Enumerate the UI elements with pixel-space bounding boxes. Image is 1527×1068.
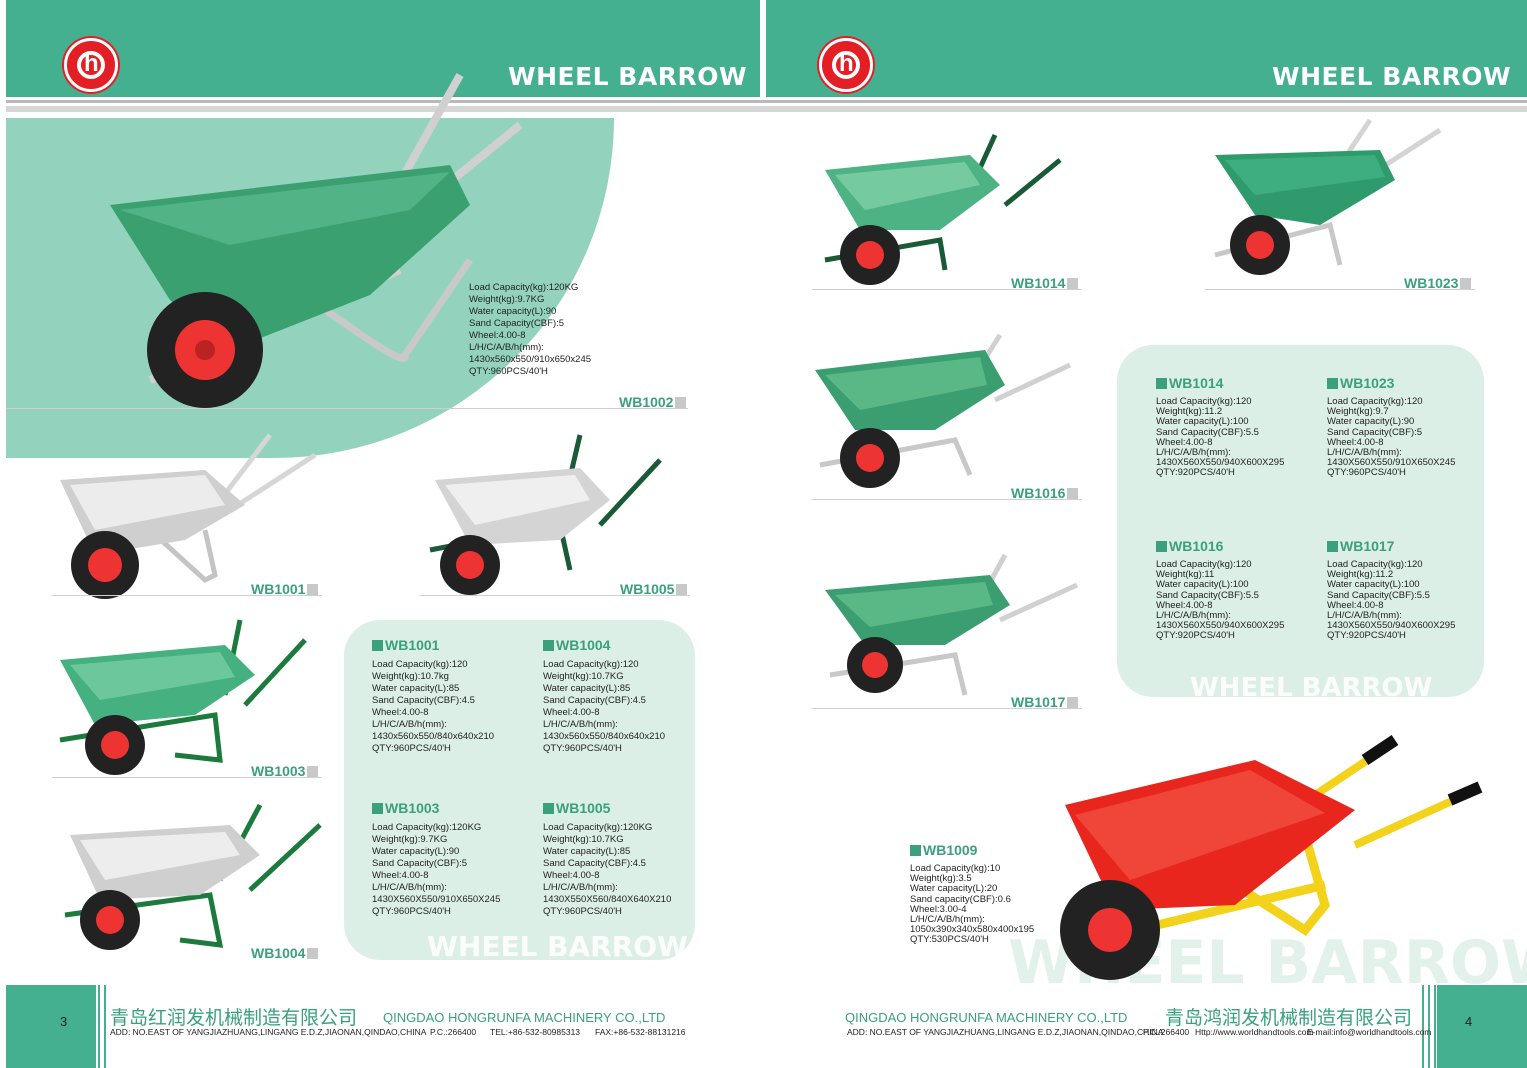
spec-text: Load Capacity(kg):120 Weight(kg):9.7 Wat… xyxy=(1327,396,1456,479)
panel-watermark: WHEEL BARROW xyxy=(1190,673,1433,697)
divider xyxy=(812,708,1082,709)
product-image-wb1002 xyxy=(110,73,523,408)
product-image-wb1014 xyxy=(824,133,1062,285)
product-image-wb1023 xyxy=(1214,118,1442,275)
spec-block-wb1016: WB1016 Load Capacity(kg):120 Weight(kg):… xyxy=(1156,538,1284,642)
website-link[interactable]: Http://www.worldhandtools.com xyxy=(1195,1027,1314,1037)
postcode: P.C.:266400 xyxy=(1143,1027,1190,1037)
spec-code: WB1004 xyxy=(543,637,665,653)
postcode: P.C.:266400 xyxy=(430,1027,477,1037)
product-code-wb1016: WB1016 xyxy=(1011,485,1078,501)
brand-logo-icon: h xyxy=(819,38,873,92)
spec-panel-right xyxy=(1117,345,1484,697)
company-name-en: QINGDAO HONGRUNFA MACHINERY CO.,LTD xyxy=(845,1010,1128,1025)
spec-text: Load Capacity(kg):120KG Weight(kg):9.7KG… xyxy=(372,822,501,917)
product-image-wb1005 xyxy=(429,434,662,595)
product-code-wb1017: WB1017 xyxy=(1011,694,1078,710)
spec-code: WB1009 xyxy=(910,842,1034,858)
spec-code: WB1017 xyxy=(1327,538,1455,554)
spec-code: WB1016 xyxy=(1156,538,1284,554)
header-stripe xyxy=(6,100,1527,103)
spec-block-wb1004: WB1004 Load Capacity(kg):120 Weight(kg):… xyxy=(543,637,665,755)
company-address: ADD: NO.EAST OF YANGJIAZHUANG,LINGANG E.… xyxy=(847,1027,1164,1037)
company-name-cn: 青岛红润发机械制造有限公司 xyxy=(110,1008,358,1029)
product-code-wb1002: WB1002 xyxy=(619,394,686,410)
spec-block-wb1023: WB1023 Load Capacity(kg):120 Weight(kg):… xyxy=(1327,375,1455,479)
spec-block-wb1003: WB1003 Load Capacity(kg):120KG Weight(kg… xyxy=(372,800,500,918)
spec-block-wb1009: WB1009 Load Capacity(kg):10 Weight(kg):3… xyxy=(910,842,1034,946)
product-image-wb1003 xyxy=(59,619,307,775)
product-code-wb1014: WB1014 xyxy=(1011,275,1078,291)
spec-panel-left xyxy=(344,620,695,960)
spec-text: Load Capacity(kg):120 Weight(kg):11 Wate… xyxy=(1156,559,1285,642)
divider xyxy=(812,289,1082,290)
page-number: 3 xyxy=(60,1014,68,1029)
fax: FAX:+86-532-88131216 xyxy=(595,1027,686,1037)
product-code-wb1005: WB1005 xyxy=(620,581,687,597)
page-title-left: WHEEL BARROW xyxy=(508,62,748,91)
footer-bars xyxy=(88,985,108,1068)
product-code-wb1003: WB1003 xyxy=(251,763,318,779)
divider xyxy=(420,595,690,596)
footer-block-left xyxy=(6,985,96,1068)
divider xyxy=(812,499,1082,500)
spec-code: WB1003 xyxy=(372,800,500,816)
header-stripe-2 xyxy=(6,106,1527,112)
product-code-wb1004: WB1004 xyxy=(251,945,318,961)
product-image-wb1016 xyxy=(815,333,1072,488)
divider xyxy=(1205,289,1475,290)
spec-block-wb1017: WB1017 Load Capacity(kg):120 Weight(kg):… xyxy=(1327,538,1455,642)
footer-block-right xyxy=(1437,985,1527,1068)
product-image-wb1004 xyxy=(64,803,322,950)
product-image-wb1009 xyxy=(1060,735,1483,980)
spec-code: WB1014 xyxy=(1156,375,1284,391)
spec-code: WB1001 xyxy=(372,637,494,653)
product-image-wb1017 xyxy=(825,553,1079,696)
divider xyxy=(6,408,688,409)
spec-text: Load Capacity(kg):120 Weight(kg):10.7KG … xyxy=(543,659,666,754)
product-code-wb1023: WB1023 xyxy=(1404,275,1471,291)
brand-logo-icon: h xyxy=(64,38,118,92)
company-name-en: QINGDAO HONGRUNFA MACHINERY CO.,LTD xyxy=(383,1010,666,1025)
divider xyxy=(52,595,322,596)
company-name-cn: 青岛鸿润发机械制造有限公司 xyxy=(1165,1008,1413,1029)
spec-text: Load Capacity(kg):120 Weight(kg):11.2 Wa… xyxy=(1156,396,1285,479)
telephone: TEL:+86-532-80985313 xyxy=(490,1027,581,1037)
spec-text: Load Capacity(kg):10 Weight(kg):3.5 Wate… xyxy=(910,863,1035,946)
spec-text: Load Capacity(kg):120 Weight(kg):11.2 Wa… xyxy=(1327,559,1456,642)
spec-text: Load Capacity(kg):120 Weight(kg):10.7kg … xyxy=(372,659,495,754)
footer-bars xyxy=(1420,985,1440,1068)
spec-block-wb1014: WB1014 Load Capacity(kg):120 Weight(kg):… xyxy=(1156,375,1284,479)
spec-code: WB1023 xyxy=(1327,375,1455,391)
spec-text: Load Capacity(kg):120KG Weight(kg):10.7K… xyxy=(543,822,672,917)
page-title-right: WHEEL BARROW xyxy=(1272,62,1512,91)
spec-code: WB1005 xyxy=(543,800,671,816)
product-code-wb1001: WB1001 xyxy=(251,581,318,597)
page-number: 4 xyxy=(1465,1014,1473,1029)
company-address: ADD: NO.EAST OF YANGJIAZHUANG,LINGANG E.… xyxy=(110,1027,427,1037)
spec-block-wb1005: WB1005 Load Capacity(kg):120KG Weight(kg… xyxy=(543,800,671,918)
header-bar-left xyxy=(6,0,760,97)
divider xyxy=(52,777,322,778)
product-image-wb1001 xyxy=(60,433,317,599)
email-link[interactable]: E-mail:info@worldhandtools.com xyxy=(1307,1027,1432,1037)
header-bar-right xyxy=(766,0,1527,97)
spec-block-wb1001: WB1001 Load Capacity(kg):120 Weight(kg):… xyxy=(372,637,494,755)
hero-specs: Load Capacity(kg):120KG Weight(kg):9.7KG… xyxy=(469,282,592,377)
panel-watermark: WHEEL BARROW xyxy=(427,930,688,963)
